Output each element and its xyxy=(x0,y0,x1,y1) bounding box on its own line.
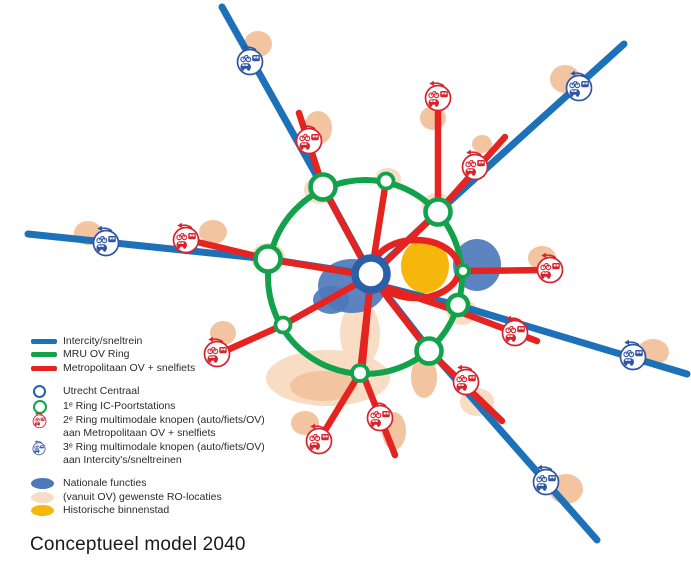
legend-item-mru-ring: MRU OV Ring xyxy=(26,348,130,361)
ro-blob xyxy=(290,371,356,401)
ro-blob xyxy=(199,220,227,244)
multimodal-node-red-icon xyxy=(424,79,452,112)
multimodal-red-swatch-icon xyxy=(32,412,47,429)
legend-item-utrecht-centraal: Utrecht Centraal xyxy=(26,385,139,398)
intercity-line-swatch xyxy=(31,339,57,344)
legend-label: 1ᵉ Ring IC-Poortstations xyxy=(63,400,176,412)
legend-item-ring2: 2ᵉ Ring multimodale knopen (auto/fiets/O… xyxy=(26,412,265,441)
legend-label: 3ᵉ Ring multimodale knopen (auto/fiets/O… xyxy=(63,441,265,466)
historische-binnenstad-swatch xyxy=(31,505,54,516)
ic-poortstation-node xyxy=(273,315,293,335)
ic-poortstation-node xyxy=(253,244,283,274)
legend-item-nationale-functies: Nationale functies xyxy=(26,477,146,490)
legend-label: MRU OV Ring xyxy=(63,348,130,360)
legend-item-historische-binnenstad: Historische binnenstad xyxy=(26,504,169,517)
utrecht-centraal-node xyxy=(351,254,391,294)
ic-poortstation-node xyxy=(308,172,338,202)
ic-poortstation-node xyxy=(376,171,396,191)
multimodal-node-red-icon xyxy=(461,148,489,181)
metropolitaan-line-swatch xyxy=(31,366,57,371)
mru-ring-line-swatch xyxy=(31,352,57,357)
legend-label: (vanuit OV) gewenste RO-locaties xyxy=(63,491,222,503)
utrecht-centraal-swatch-icon xyxy=(33,385,46,398)
legend-item-ring1: 1ᵉ Ring IC-Poortstations xyxy=(26,399,176,414)
ro-blob xyxy=(411,356,437,398)
multimodal-node-red-icon xyxy=(452,363,480,396)
ic-poortstation-node xyxy=(455,263,471,279)
ic-poortstation-node xyxy=(445,292,471,318)
legend-label: Historische binnenstad xyxy=(63,504,170,516)
ic-poortstation-node xyxy=(414,336,444,366)
ro-blob xyxy=(291,411,319,435)
ic-poortstation-node xyxy=(350,363,370,383)
ic-poortstation-node xyxy=(423,197,453,227)
poortstation-swatch-icon xyxy=(33,399,47,414)
multimodal-node-red-icon xyxy=(366,399,394,432)
legend-label: Utrecht Centraal xyxy=(63,385,140,397)
legend-label: 2ᵉ Ring multimodale knopen (auto/fiets/O… xyxy=(63,414,265,439)
legend-item-intercity: Intercity/sneltrein xyxy=(26,335,142,348)
multimodal-blue-swatch-icon xyxy=(32,439,46,455)
legend-label: Nationale functies xyxy=(63,477,147,489)
ic-poortstations xyxy=(253,171,471,383)
nationale-functies-swatch xyxy=(31,478,54,489)
legend-item-metropolitaan: Metropolitaan OV + snelfiets xyxy=(26,362,195,375)
ro-blob xyxy=(472,135,492,153)
legend-label: Intercity/sneltrein xyxy=(63,335,143,347)
ro-locaties-swatch xyxy=(31,492,54,503)
metro-line-e xyxy=(459,266,550,275)
legend-item-ring3: 3ᵉ Ring multimodale knopen (auto/fiets/O… xyxy=(26,439,265,468)
page-title: Conceptueel model 2040 xyxy=(30,534,246,555)
legend-item-ro-locaties: (vanuit OV) gewenste RO-locaties xyxy=(26,491,222,504)
legend-label: Metropolitaan OV + snelfiets xyxy=(63,362,196,374)
multimodal-node-red-icon xyxy=(172,221,200,254)
historische-binnenstad-area xyxy=(401,239,449,293)
